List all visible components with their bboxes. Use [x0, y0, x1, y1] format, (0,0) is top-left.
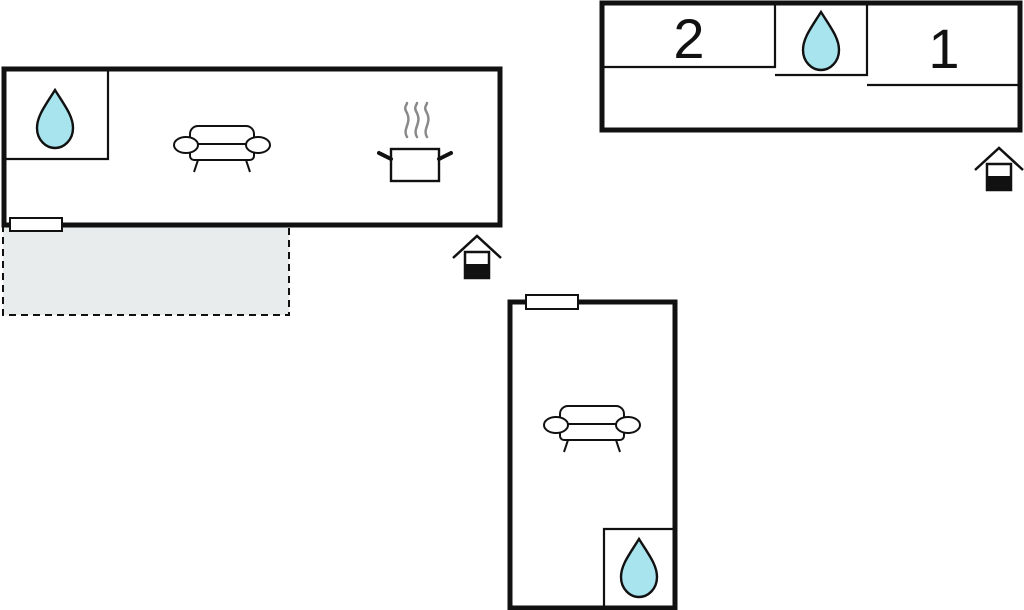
house-entrance-icon: [451, 234, 503, 280]
house-entrance-icon: [973, 146, 1024, 192]
window-mark: [525, 294, 579, 310]
window-mark: [9, 217, 63, 232]
unit-a-bathroom-partition: [6, 71, 110, 161]
unit-c-bathroom-partition: [602, 527, 673, 608]
bathroom-wall: [775, 5, 869, 77]
bedroom-1-number: 1: [928, 17, 959, 80]
bedroom-2-number: 2: [673, 7, 704, 70]
bedroom-2-wall: [604, 5, 777, 69]
terrace-area: [2, 225, 290, 316]
cooking-pot-icon: [377, 101, 453, 183]
unit-c: [507, 294, 678, 610]
unit-b: 2 1: [599, 0, 1023, 133]
unit-a: [1, 66, 503, 232]
